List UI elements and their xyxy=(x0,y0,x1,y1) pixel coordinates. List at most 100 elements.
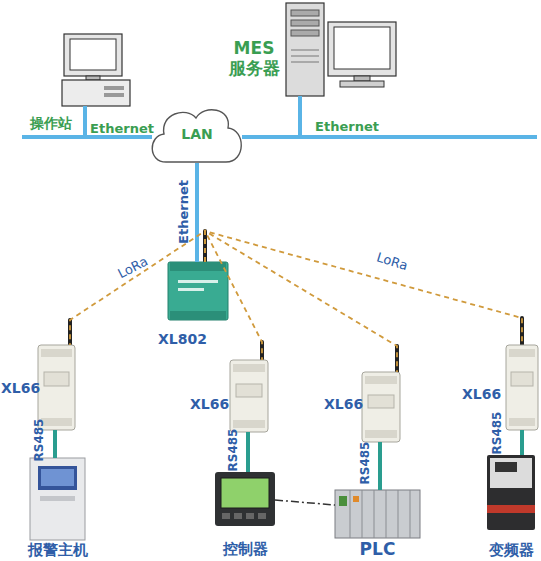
module-body xyxy=(230,360,268,432)
controller-screen xyxy=(221,478,269,508)
screen xyxy=(334,27,390,69)
inverter-body xyxy=(487,455,535,530)
inverter-illustration xyxy=(487,455,535,530)
antenna xyxy=(68,320,72,345)
terminal-strip xyxy=(170,311,226,320)
inverter-panel xyxy=(490,458,532,488)
lan-cloud-node: LAN xyxy=(152,106,242,163)
button-row xyxy=(40,496,75,501)
alarm-host-node: 报警主机 xyxy=(30,458,85,540)
module-divider xyxy=(386,490,387,538)
status-led xyxy=(339,496,347,506)
monitor xyxy=(64,34,122,76)
module-body xyxy=(506,345,538,430)
screen xyxy=(70,39,116,70)
module-body xyxy=(362,372,400,442)
device-link xyxy=(275,500,335,505)
node-label: MES 服务器 xyxy=(226,38,282,79)
node-label: 控制器 xyxy=(212,540,278,558)
cabinet xyxy=(30,458,85,540)
display xyxy=(41,469,74,486)
lora-module-illustration xyxy=(230,342,268,432)
server-node: MES 服务器 xyxy=(283,2,398,96)
link-label: RS485 xyxy=(33,419,46,462)
status-led xyxy=(353,496,359,502)
display-frame xyxy=(38,466,77,490)
lora-module-node: XL66 xyxy=(230,360,268,432)
module-strip xyxy=(509,349,535,357)
node-label: LAN xyxy=(152,126,242,143)
inverter-node: 变频器 xyxy=(487,455,535,530)
module-divider xyxy=(350,490,351,538)
lora-module-node: XL66 xyxy=(362,372,400,442)
node-label: PLC xyxy=(335,539,420,559)
module-strip xyxy=(365,430,397,438)
computer-node: 操作站 xyxy=(60,32,132,106)
plc-rack xyxy=(335,490,420,538)
inverter-display xyxy=(495,462,517,472)
key xyxy=(246,513,254,519)
vent-line xyxy=(291,62,319,63)
antenna xyxy=(395,346,399,372)
vent-line xyxy=(291,56,319,57)
link-label: Ethernet xyxy=(90,122,154,136)
lora-link xyxy=(70,231,205,345)
module-strip xyxy=(365,376,397,384)
lora-link xyxy=(205,231,262,360)
rs485-link xyxy=(378,442,382,490)
ethernet-link xyxy=(242,96,300,137)
node-label: XL66 xyxy=(324,396,364,413)
gateway-body xyxy=(168,262,228,320)
gateway-node: XL802 xyxy=(168,262,228,320)
pc-case xyxy=(62,80,130,106)
vent-line xyxy=(291,50,319,51)
node-label: 报警主机 xyxy=(26,541,90,559)
plc-node: PLC xyxy=(335,490,420,538)
module-panel xyxy=(511,372,533,386)
module-panel xyxy=(44,372,69,386)
drive-bay xyxy=(291,30,319,36)
link-label: Ethernet xyxy=(315,120,379,134)
node-label: 操作站 xyxy=(30,115,80,132)
rs485-link xyxy=(520,430,524,455)
lora-module-illustration xyxy=(362,346,400,442)
drive-bay xyxy=(291,10,319,16)
server-tower xyxy=(286,3,324,96)
monitor-neck xyxy=(354,76,370,81)
node-label: XL66 xyxy=(462,386,504,403)
node-label: 变频器 xyxy=(481,541,541,559)
lan-cloud xyxy=(152,110,241,162)
module-strip xyxy=(41,349,72,357)
plc-illustration xyxy=(335,490,420,538)
lora-link xyxy=(205,231,522,345)
ethernet-link xyxy=(195,163,199,262)
lora-module-illustration xyxy=(506,318,538,430)
node-label: XL66 xyxy=(190,396,230,413)
ethernet-bus xyxy=(22,135,85,139)
key xyxy=(258,513,266,519)
drive-slot xyxy=(104,86,124,90)
terminal-strip xyxy=(170,262,226,271)
lora-module-node: XL66 xyxy=(506,345,538,430)
node-label: XL66 xyxy=(1,380,41,397)
link-label: Ethernet xyxy=(177,180,191,244)
panel-mark xyxy=(178,288,204,291)
controller-node: 控制器 xyxy=(215,472,275,526)
monitor-base xyxy=(340,81,384,87)
controller-illustration xyxy=(215,472,275,526)
module-strip xyxy=(509,418,535,426)
rs485-link xyxy=(53,430,57,458)
alarm-host-illustration xyxy=(30,458,85,540)
link-label: RS485 xyxy=(227,429,240,472)
monitor xyxy=(328,22,396,76)
module-panel xyxy=(236,384,262,397)
link-label: LoRa xyxy=(116,254,151,281)
module-divider xyxy=(362,490,363,538)
server-illustration xyxy=(286,3,396,96)
lora-module-node: XL66 xyxy=(38,345,75,430)
module-panel xyxy=(368,395,394,408)
key xyxy=(234,513,242,519)
drive-slot xyxy=(104,93,124,97)
